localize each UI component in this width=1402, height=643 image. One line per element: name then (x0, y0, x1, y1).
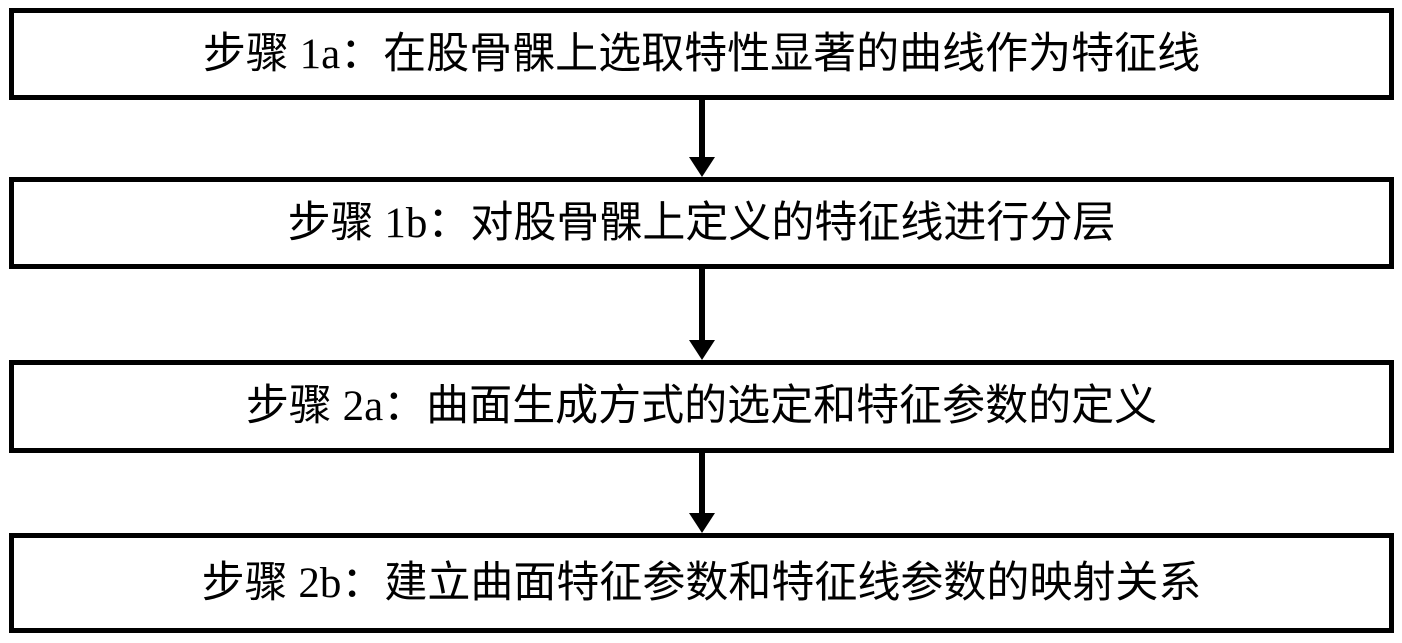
flowchart-node-label: 步骤 2b：建立曲面特征参数和特征线参数的映射关系 (201, 559, 1202, 607)
arrow-shaft (699, 453, 705, 513)
flowchart-node-step-2a: 步骤 2a：曲面生成方式的选定和特征参数的定义 (9, 360, 1394, 453)
down-arrow-icon (689, 513, 715, 533)
flowchart-node-step-2b: 步骤 2b：建立曲面特征参数和特征线参数的映射关系 (9, 533, 1394, 633)
down-arrow-icon (689, 340, 715, 360)
flowchart-node-label: 步骤 1b：对股骨髁上定义的特征线进行分层 (287, 199, 1116, 247)
flowchart-node-label: 步骤 1a：在股骨髁上选取特性显著的曲线作为特征线 (202, 30, 1201, 78)
flowchart-node-step-1b: 步骤 1b：对股骨髁上定义的特征线进行分层 (9, 177, 1394, 269)
arrow-shaft (699, 100, 705, 157)
flowchart-node-step-1a: 步骤 1a：在股骨髁上选取特性显著的曲线作为特征线 (9, 8, 1394, 100)
flowchart-arrow-step-1a-to-step-1b (689, 100, 715, 177)
flowchart-arrow-step-1b-to-step-2a (689, 269, 715, 360)
flowchart-arrow-step-2a-to-step-2b (689, 453, 715, 533)
arrow-shaft (699, 269, 705, 340)
down-arrow-icon (689, 157, 715, 177)
flowchart-node-label: 步骤 2a：曲面生成方式的选定和特征参数的定义 (245, 383, 1158, 430)
